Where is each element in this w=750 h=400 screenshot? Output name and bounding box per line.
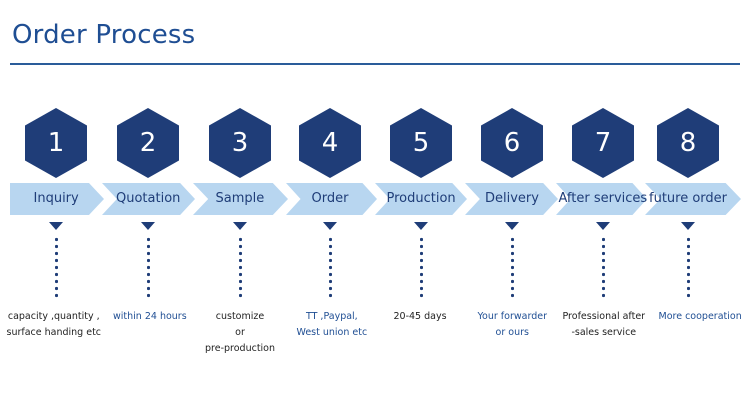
step-number: 1 [47, 128, 65, 158]
step-description: 20-45 days [394, 309, 447, 325]
step-label: Quotation [116, 191, 181, 206]
step-number: 3 [231, 128, 249, 158]
step-description: capacity ,quantity , surface handing etc [7, 309, 102, 341]
dotted-connector [146, 236, 150, 298]
title-divider [10, 63, 740, 65]
step-number: 4 [321, 128, 339, 158]
step-number: 8 [679, 128, 697, 158]
step-description-line: More cooperation [658, 311, 742, 322]
step-hexagon-4: 4 [299, 108, 361, 178]
triangle-down-icon [233, 222, 247, 230]
step-description: More cooperation [659, 309, 742, 325]
process-arrow-8 [645, 183, 741, 215]
triangle-down-icon [323, 222, 337, 230]
step-description: Professional after -sales service [563, 309, 646, 341]
step-hexagon-3: 3 [209, 108, 271, 178]
step-label: Production [386, 191, 456, 206]
step-number: 7 [594, 128, 612, 158]
step-label: Delivery [485, 191, 539, 206]
step-description: customize or pre-production [205, 309, 275, 357]
step-hexagon-6: 6 [481, 108, 543, 178]
step-label: After services [558, 191, 648, 206]
step-description-line: TT ,Paypal, [305, 311, 358, 322]
dotted-connector [238, 236, 242, 298]
dotted-connector [328, 236, 332, 298]
process-arrow-1 [10, 183, 104, 215]
step-description-line: or [235, 327, 245, 338]
step-description-line: 20-45 days [393, 311, 447, 322]
step-description-line: Your forwarder [477, 311, 547, 322]
triangle-down-icon [414, 222, 428, 230]
process-arrow-2 [102, 183, 195, 215]
step-description: TT ,Paypal, West union etc [297, 309, 368, 341]
step-hexagon-8: 8 [657, 108, 719, 178]
step-description-line: pre-production [205, 343, 276, 354]
triangle-down-icon [49, 222, 63, 230]
triangle-down-icon [681, 222, 695, 230]
page-title: Order Process [12, 20, 196, 50]
step-hexagon-1: 1 [25, 108, 87, 178]
triangle-down-icon [596, 222, 610, 230]
step-hexagon-2: 2 [117, 108, 179, 178]
triangle-down-icon [505, 222, 519, 230]
process-arrow-5 [375, 183, 467, 215]
step-description-line: or ours [495, 327, 529, 338]
step-description-line: capacity ,quantity , [7, 311, 100, 322]
step-description-line: surface handing etc [6, 327, 102, 338]
step-description-line: -sales service [571, 327, 637, 338]
process-arrow-7 [556, 183, 647, 215]
process-arrow-6 [465, 183, 558, 215]
dotted-connector [510, 236, 514, 298]
process-arrow-4 [286, 183, 377, 215]
step-description: within 24 hours [113, 309, 187, 325]
step-hexagon-7: 7 [572, 108, 634, 178]
step-number: 2 [139, 128, 157, 158]
step-label: future order [649, 191, 728, 206]
step-hexagon-5: 5 [390, 108, 452, 178]
step-description-line: Professional after [562, 311, 646, 322]
step-label: Sample [215, 191, 265, 206]
dotted-connector [601, 236, 605, 298]
dotted-connector [54, 236, 58, 298]
process-arrow-3 [193, 183, 288, 215]
dotted-connector [686, 236, 690, 298]
step-description: Your forwarder or ours [478, 309, 547, 341]
step-label: Order [311, 191, 349, 206]
step-description-line: West union etc [296, 327, 368, 338]
step-description-line: within 24 hours [113, 311, 187, 322]
step-description-line: customize [215, 311, 265, 322]
step-label: Inquiry [33, 191, 79, 206]
step-number: 5 [412, 128, 430, 158]
step-number: 6 [503, 128, 521, 158]
triangle-down-icon [141, 222, 155, 230]
dotted-connector [419, 236, 423, 298]
